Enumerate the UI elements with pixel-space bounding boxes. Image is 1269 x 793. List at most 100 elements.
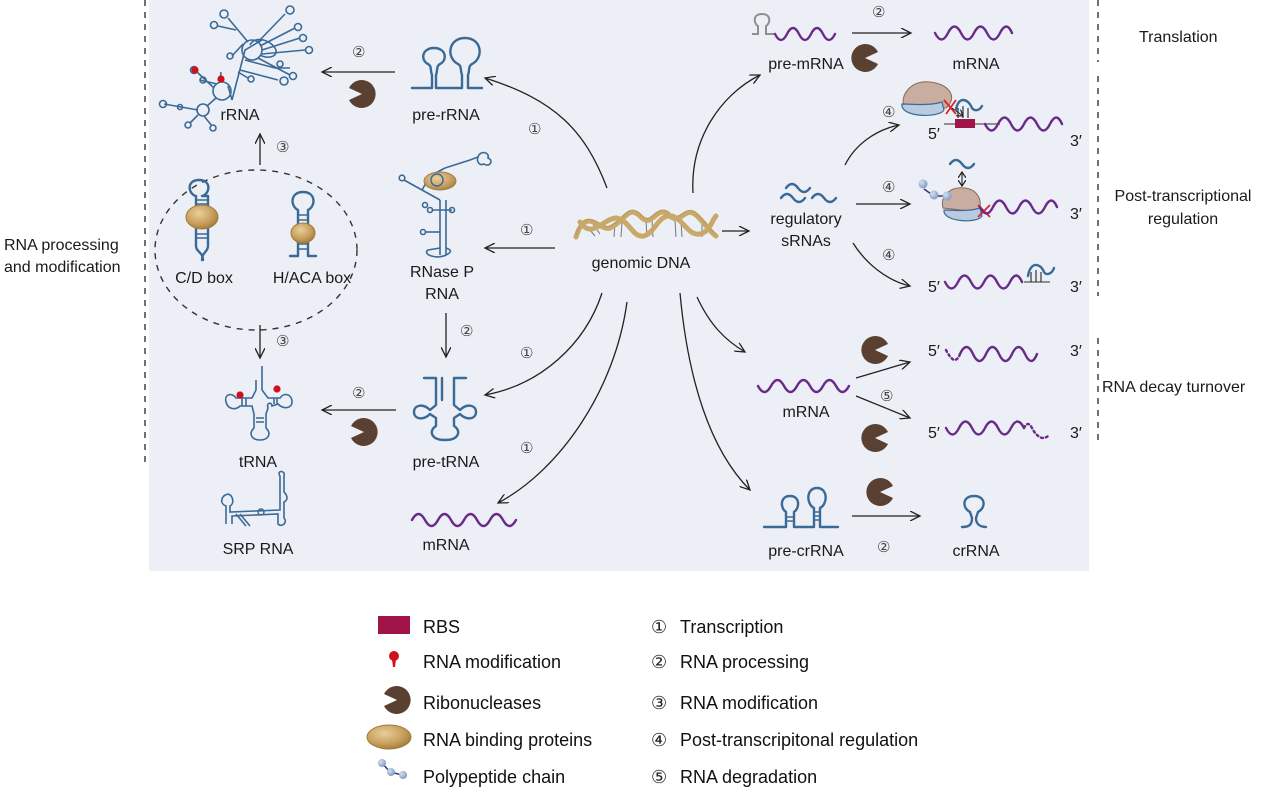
legend-label-ribonuclease: Ribonucleases: [423, 693, 541, 713]
section-label-processing-2: and modification: [4, 259, 121, 276]
rnase-p-label-1: RNase P: [410, 264, 474, 281]
polypeptide-beads-icon: [378, 759, 407, 779]
legend-label-modification: RNA modification: [423, 652, 561, 672]
three-prime-3: 3′: [1070, 279, 1082, 296]
mature-mrna-wave-icon: [933, 25, 1014, 41]
step-2-rrna: ②: [352, 43, 365, 61]
legend-step-3-number: ③: [651, 693, 667, 714]
step-1-mrna: ①: [520, 439, 533, 457]
legend-symbols: RBS RNA modification Ribonucleases RNA b…: [366, 616, 592, 787]
legend-step-2-number: ②: [651, 652, 667, 673]
arrow-dna-to-pre-crrna: [679, 292, 750, 490]
five-prime-3: 5′: [928, 279, 940, 296]
legend-label-rbs: RBS: [423, 617, 460, 637]
step-1-rnase-p: ①: [520, 221, 533, 239]
three-prime-4: 3′: [1070, 343, 1082, 360]
legend-step-1-number: ①: [651, 617, 667, 638]
legend-item-polypeptide: Polypeptide chain: [378, 759, 565, 787]
modification-pin-icon: [389, 651, 399, 667]
legend-step-1: ① Transcription: [651, 617, 783, 638]
mature-mrna-label: mRNA: [952, 56, 999, 73]
arrow-dna-to-pre-rrna: [485, 78, 608, 189]
arrow-dna-to-decay-mrna: [696, 296, 745, 352]
legend-step-3-label: RNA modification: [680, 693, 818, 713]
trna-label: tRNA: [239, 454, 278, 471]
genomic-dna-icon: [573, 209, 719, 240]
cd-box-snorna-icon: [185, 178, 219, 262]
rrna-structure-icon: [158, 5, 314, 132]
rnase-p-rna-structure-icon: [398, 151, 492, 258]
legend-item-binding-protein: RNA binding proteins: [366, 724, 592, 750]
step-4-a: ④: [882, 103, 895, 121]
legend-steps: ① Transcription ② RNA processing ③ RNA m…: [651, 617, 918, 788]
srna-base-pairing-icon: [943, 263, 1056, 290]
legend-step-2: ② RNA processing: [651, 652, 809, 673]
section-label-decay: RNA decay turnover: [1102, 379, 1246, 396]
section-label-ptr-1: Post-transcriptional: [1115, 188, 1252, 205]
srna-sequester-ribosome-icon: [918, 158, 1059, 222]
legend-item-ribonuclease: Ribonucleases: [384, 686, 541, 714]
legend-item-modification: RNA modification: [389, 651, 561, 672]
ribosome-blocked-rbs-icon: [901, 81, 1064, 132]
step-3-trna: ③: [276, 332, 289, 350]
rnase-p-label-2: RNA: [425, 286, 459, 303]
rrna-label: rRNA: [220, 107, 259, 124]
rbs-rect-icon: [378, 616, 410, 634]
legend-step-5-number: ⑤: [651, 767, 667, 788]
crrna-label: crRNA: [952, 543, 999, 560]
left-mrna-label: mRNA: [422, 537, 469, 554]
five-prime-4: 5′: [928, 343, 940, 360]
step-2-trna: ②: [352, 384, 365, 402]
binding-protein-ellipse-icon: [366, 724, 412, 750]
pre-trna-label: pre-tRNA: [413, 454, 480, 471]
section-label-processing-1: RNA processing: [4, 237, 119, 254]
step-5: ⑤: [880, 387, 893, 405]
mrna-3-prime-degraded-icon: [944, 420, 1050, 440]
legend-step-4-label: Post-transcripitonal regulation: [680, 730, 918, 750]
five-prime-1: 5′: [928, 126, 940, 143]
legend-step-5: ⑤ RNA degradation: [651, 767, 817, 788]
srp-rna-label: SRP RNA: [223, 541, 294, 558]
pre-mrna-label: pre-mRNA: [768, 56, 844, 73]
haca-box-label: H/ACA box: [273, 270, 351, 287]
step-4-b: ④: [882, 178, 895, 196]
arrow-dna-to-mrna: [498, 301, 628, 503]
step-2-crrna: ②: [877, 538, 890, 556]
five-prime-5: 5′: [928, 425, 940, 442]
arrow-mrna-3-degradation: [855, 395, 910, 418]
step-1-pre-rrna: ①: [528, 120, 541, 138]
pre-rrna-label: pre-rRNA: [412, 107, 480, 124]
regulatory-label-1: regulatory: [770, 211, 841, 228]
regulatory-label-2: sRNAs: [781, 233, 831, 250]
legend-step-5-label: RNA degradation: [680, 767, 817, 787]
arrow-srna-translation-block: [844, 125, 899, 166]
three-prime-5: 3′: [1070, 425, 1082, 442]
section-label-translation: Translation: [1139, 29, 1218, 46]
pre-mrna-icon: [752, 12, 837, 42]
genomic-dna-label: genomic DNA: [592, 255, 691, 272]
arrow-dna-to-pre-mrna: [692, 75, 760, 194]
step-2-mrna: ②: [872, 3, 885, 21]
pre-crrna-label: pre-crRNA: [768, 543, 844, 560]
pre-rrna-structure-icon: [410, 36, 484, 90]
legend-step-2-label: RNA processing: [680, 652, 809, 672]
haca-box-snorna-icon: [288, 190, 318, 258]
section-label-ptr-2: regulation: [1148, 211, 1218, 228]
legend-step-1-label: Transcription: [680, 617, 783, 637]
step-3-rrna: ③: [276, 138, 289, 156]
step-4-c: ④: [882, 246, 895, 264]
regulatory-srnas-icon: [779, 182, 838, 204]
srp-rna-structure-icon: [220, 470, 288, 527]
step-1-pre-trna: ①: [520, 344, 533, 362]
mrna-5-prime-degraded-icon: [944, 345, 1039, 363]
ribonuclease-pacman-icon: [384, 686, 411, 714]
pre-crrna-structure-icon: [762, 486, 840, 529]
arrow-srna-base-pairing: [852, 242, 910, 286]
crrna-structure-icon: [960, 494, 988, 529]
legend-label-polypeptide: Polypeptide chain: [423, 767, 565, 787]
legend-label-binding-protein: RNA binding proteins: [423, 730, 592, 750]
three-prime-1: 3′: [1070, 133, 1082, 150]
legend-item-rbs: RBS: [378, 616, 460, 637]
pre-trna-structure-icon: [412, 376, 478, 442]
